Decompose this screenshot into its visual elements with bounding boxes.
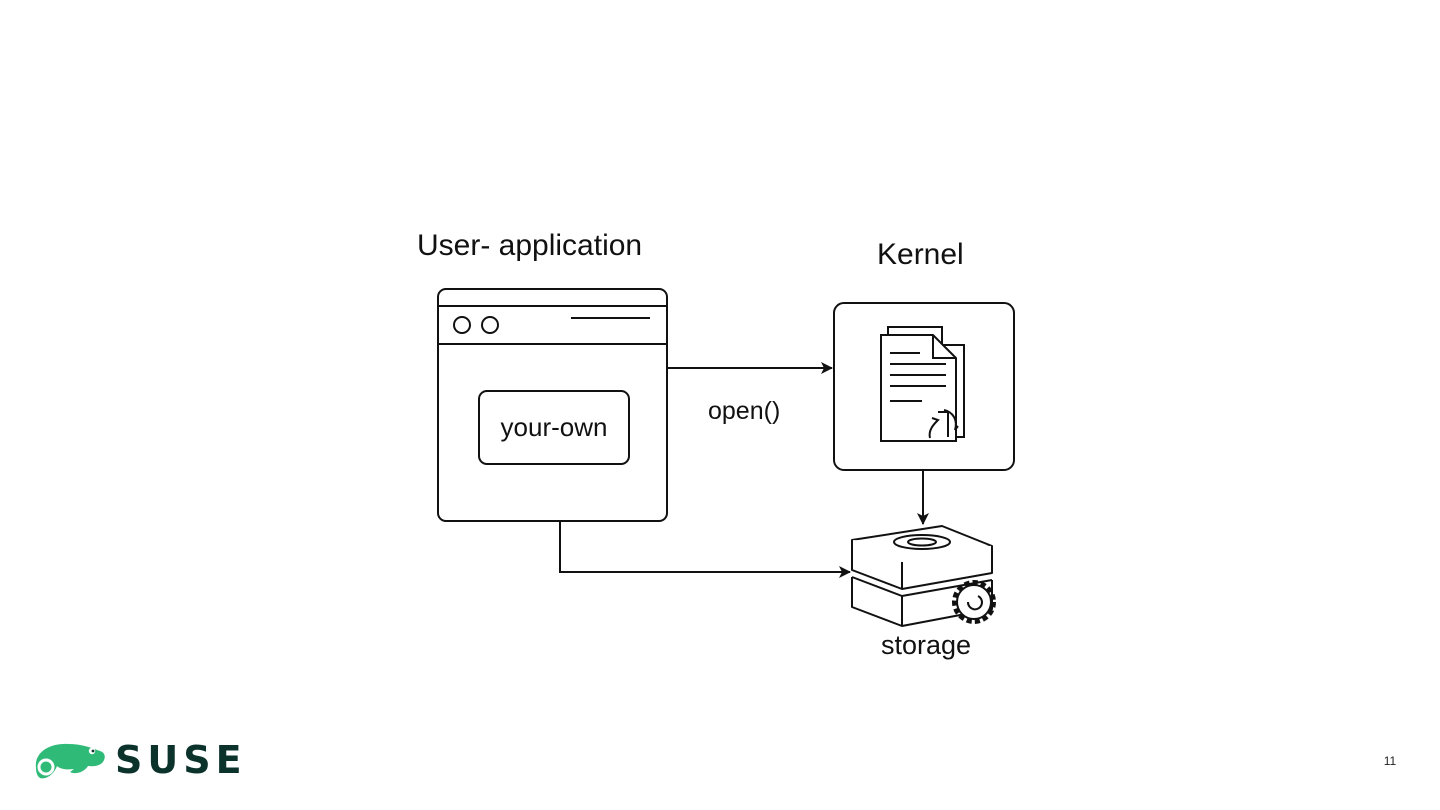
open-call-label: open(): [708, 397, 781, 425]
arrow-app-to-storage: [559, 521, 851, 578]
window-button-icon: [481, 316, 499, 334]
your-own-label: your-own: [500, 412, 608, 442]
kernel-title: Kernel: [877, 238, 964, 271]
your-own-box: [478, 390, 630, 465]
chameleon-icon: [35, 743, 105, 779]
refresh-icon: [928, 409, 959, 439]
storage-label: storage: [881, 630, 972, 660]
app-window-icon: [437, 288, 668, 522]
gear-icon: [952, 580, 996, 624]
suse-wordmark: SUSE: [115, 738, 247, 782]
storage-icon: [851, 525, 996, 627]
window-button-icon: [453, 316, 471, 334]
page-number: 11: [1383, 754, 1397, 768]
user-application-title: User- application: [417, 229, 643, 262]
document-icon: [880, 326, 965, 442]
